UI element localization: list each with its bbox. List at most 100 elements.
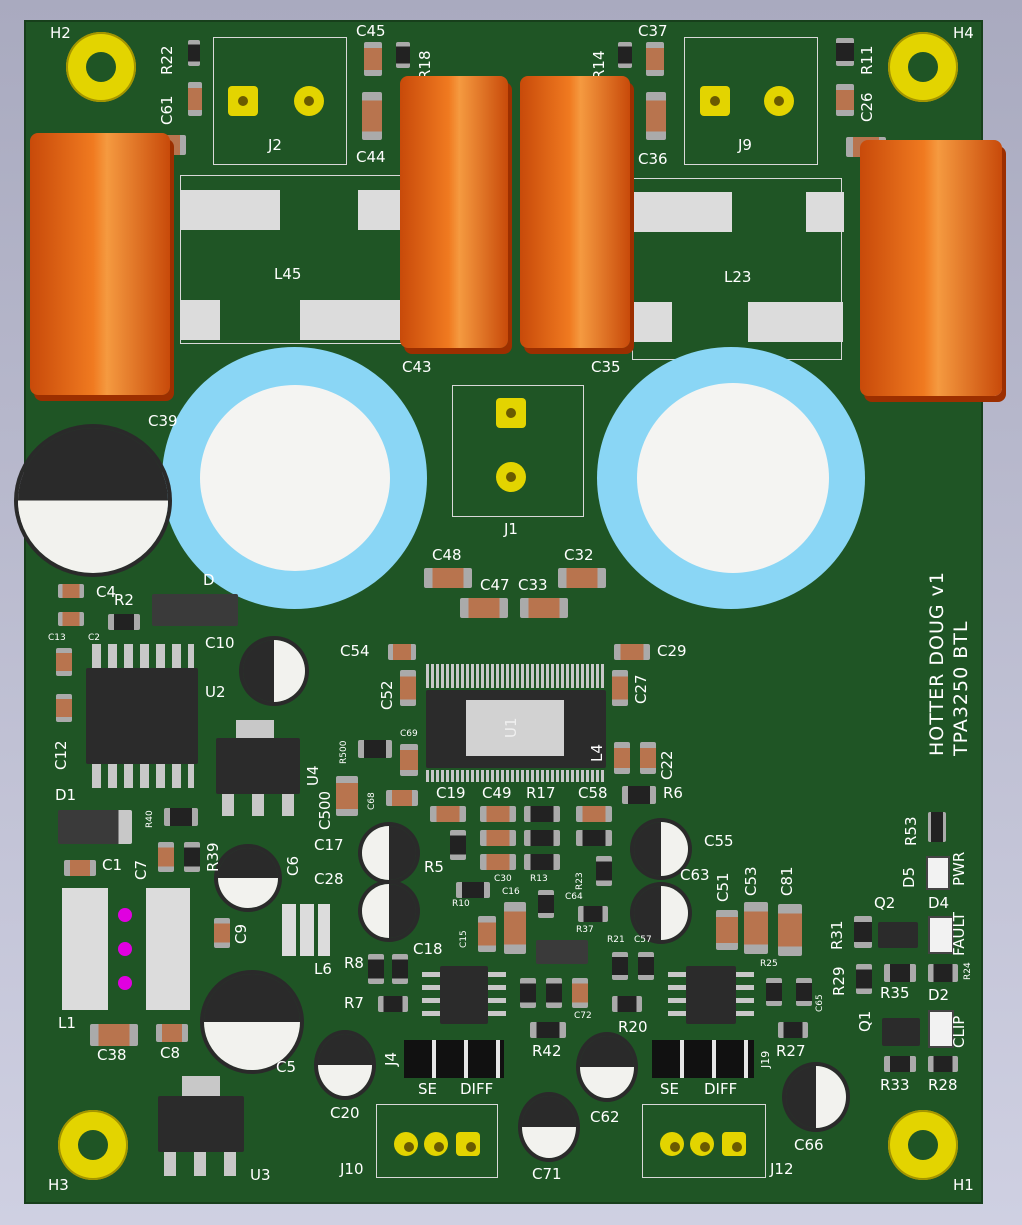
led-d4 [928,916,954,954]
terminal-j2-pad-1[interactable] [228,86,258,116]
terminal-j1-pad-1[interactable] [496,398,526,428]
ref-l6: L6 [314,960,332,978]
u4-tab [236,720,274,742]
cap-c47 [460,598,508,618]
ref-c39: C39 [148,412,178,430]
ref-c15: C15 [459,930,469,948]
ref-c1: C1 [102,856,123,874]
res-r10 [456,882,490,898]
cap-c13 [58,612,84,626]
resistor-r37-block [536,940,588,964]
opamp-right-pins-l [668,972,686,1020]
ref-c32: C32 [564,546,594,564]
ref-c54: C54 [340,642,370,660]
cap-c29 [614,644,650,660]
ref-c8: C8 [160,1044,181,1062]
connector-j10-pad-3[interactable] [456,1132,480,1156]
res-r57 [638,952,654,980]
connector-j10-pad-1[interactable] [394,1132,418,1156]
cap-c4 [58,584,84,598]
ref-c57: C57 [634,935,652,945]
connector-j12-pad-1[interactable] [660,1132,684,1156]
ref-c500: C500 [316,790,334,830]
res-r5 [450,830,466,860]
ref-c30: C30 [494,874,512,884]
cap-c17 [362,826,416,880]
u3-tab [182,1076,220,1098]
jumper-j4[interactable] [404,1040,504,1078]
cap-c58 [576,806,612,822]
res-r53 [928,812,946,842]
ref-c20: C20 [330,1104,360,1122]
cap-c19 [430,806,466,822]
ref-c45: C45 [356,22,386,40]
film-cap-c43 [400,76,508,348]
ref-c48: C48 [432,546,462,564]
terminal-j2-pad-2[interactable] [294,86,324,116]
connector-j12-pad-3[interactable] [722,1132,746,1156]
ref-j4: J4 [382,1052,400,1066]
inductor-l45-pad-4 [358,190,400,230]
ref-c9: C9 [232,923,250,944]
connector-j10-pad-2[interactable] [424,1132,448,1156]
cap-c5 [204,974,300,1070]
cap-c52 [400,670,416,706]
res-r500 [358,740,392,758]
ref-d4: D4 [928,894,950,912]
res-r72-a [520,978,536,1008]
label-pwr: PWR [950,851,968,886]
res-r13 [524,854,560,870]
connector-j12-pad-2[interactable] [690,1132,714,1156]
res-r7 [378,996,408,1012]
ref-r24: R24 [963,962,973,980]
cap-c55 [634,822,688,876]
res-r17 [524,806,560,822]
ref-c35: C35 [591,358,621,376]
cap-c500 [336,776,358,816]
cap-c33 [520,598,568,618]
bulk-cap-left [162,347,427,609]
ref-c61: C61 [158,95,176,125]
terminal-j2-outline [213,37,347,165]
cap-c71 [522,1096,576,1158]
cap-c81 [778,904,802,956]
res-r8b [392,954,408,984]
ref-u3: U3 [250,1166,271,1184]
terminal-j1-pad-2[interactable] [496,462,526,492]
ref-c43: C43 [402,358,432,376]
led-d2 [928,1010,954,1048]
cap-c12-a [56,648,72,676]
regulator-u4 [216,738,300,794]
ref-r25: R25 [760,959,778,969]
label-clip: CLIP [950,1015,968,1048]
opamp-left-pins-l [422,972,440,1020]
inductor-l1-pad-1 [62,888,108,1010]
mounting-hole-h1 [888,1110,958,1180]
film-cap-left [30,133,170,395]
cap-c68 [386,790,418,806]
hole-label-h1: H1 [953,1176,974,1194]
terminal-j9-pad-1[interactable] [700,86,730,116]
cap-c15 [478,916,496,952]
l1-marker-3 [118,976,132,990]
res-r39 [184,842,200,872]
jumper-j19[interactable] [652,1040,754,1078]
cap-c51 [716,910,738,950]
u4-pins [222,794,296,816]
cap-c54 [388,644,416,660]
cap-c30-a [480,830,516,846]
inductor-l23-pad-4 [748,302,843,342]
ref-c66: C66 [794,1136,824,1154]
terminal-j9-pad-2[interactable] [764,86,794,116]
terminal-j9-outline [684,37,818,165]
label-j19-diff: DIFF [704,1080,738,1098]
ref-c38: C38 [97,1046,127,1064]
ref-c71: C71 [532,1165,562,1183]
ref-c58: C58 [578,784,608,802]
ref-c16: C16 [502,887,520,897]
ref-r500: R500 [339,740,349,764]
res-r31 [854,916,872,948]
ref-r23: R23 [575,872,585,890]
ref-c47: C47 [480,576,510,594]
cap-c69 [400,744,418,776]
